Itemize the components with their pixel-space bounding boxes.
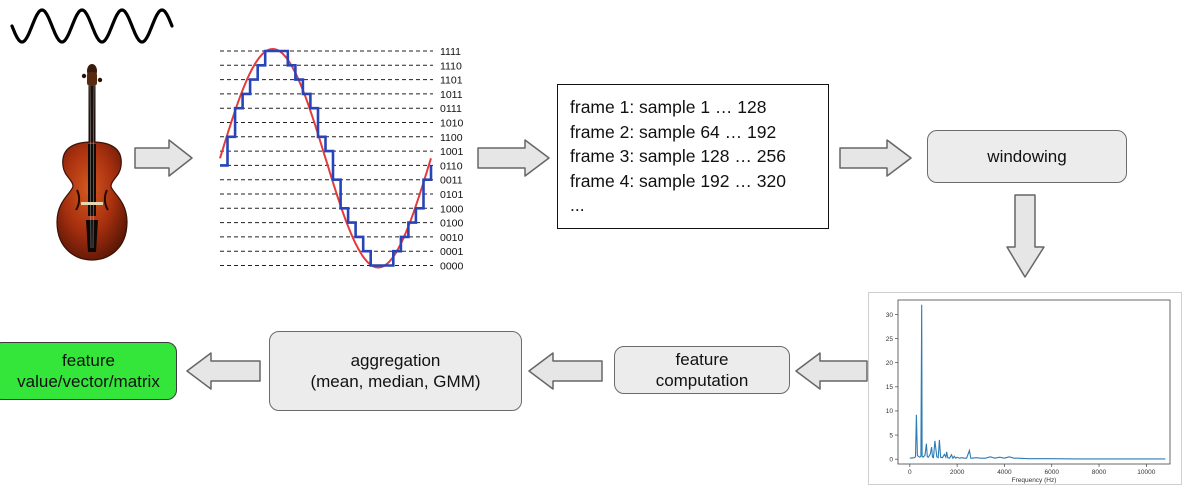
quantization-level-label: 1110 xyxy=(440,60,462,72)
quantized-signal-steps xyxy=(220,49,433,267)
quantization-level-label: 0101 xyxy=(440,189,464,201)
output-label-line2: value/vector/matrix xyxy=(17,372,160,391)
x-tick-label: 0 xyxy=(908,469,912,476)
analog-signal-curve xyxy=(219,47,432,269)
frame-line: frame 3: sample 128 … 256 xyxy=(570,146,786,166)
quantization-level-label: 1111 xyxy=(440,46,461,58)
x-tick-label: 4000 xyxy=(997,469,1012,476)
spectrum-chart: 0 2000 4000 6000 8000 10000 0 5 10 15 20 25 30 Frequ… xyxy=(868,292,1182,485)
quantization-level-label: 0000 xyxy=(440,261,464,273)
y-tick-label: 5 xyxy=(889,432,893,439)
y-tick-label: 25 xyxy=(886,336,894,343)
feature-computation-label-line1: feature xyxy=(675,350,729,369)
arrow-left-icon xyxy=(795,352,868,390)
arrow-left-icon xyxy=(186,352,261,390)
quantization-level-label: 1010 xyxy=(440,118,464,130)
quantization-level-label: 1001 xyxy=(440,146,464,158)
y-tick-label: 20 xyxy=(886,360,894,367)
x-tick-label: 8000 xyxy=(1092,469,1107,476)
y-tick-label: 15 xyxy=(886,384,894,391)
arrow-right-icon xyxy=(134,139,193,177)
output-label-line1: feature xyxy=(62,351,115,370)
quantization-level-label: 0110 xyxy=(440,160,463,172)
quantization-level-label: 0011 xyxy=(440,175,463,187)
quantization-level-label: 0001 xyxy=(440,246,464,258)
feature-computation-box: feature computation xyxy=(614,346,790,394)
arrow-down-icon xyxy=(1006,194,1045,278)
quantization-level-label: 0111 xyxy=(440,103,462,115)
x-tick-label: 6000 xyxy=(1045,469,1060,476)
quantization-level-label: 1000 xyxy=(440,203,464,215)
frames-box: frame 1: sample 1 … 128 frame 2: sample … xyxy=(557,84,829,229)
arrow-left-icon xyxy=(528,352,603,390)
windowing-box: windowing xyxy=(927,130,1127,183)
spectrum-line xyxy=(909,304,1166,460)
x-tick-label: 2000 xyxy=(950,469,965,476)
sine-wave-icon xyxy=(10,8,174,44)
y-tick-label: 0 xyxy=(889,456,893,463)
arrow-right-icon xyxy=(839,139,912,177)
quantization-level-label: 1100 xyxy=(440,132,463,144)
feature-output-box: feature value/vector/matrix xyxy=(0,342,177,400)
frame-line: ... xyxy=(570,195,585,215)
arrow-right-icon xyxy=(477,139,550,177)
quantization-level-label: 1011 xyxy=(440,89,463,101)
feature-computation-label-line2: computation xyxy=(655,371,749,390)
x-axis-label: Frequency (Hz) xyxy=(1012,477,1057,484)
y-tick-label: 10 xyxy=(886,408,894,415)
aggregation-label-line1: aggregation xyxy=(350,351,441,370)
quantization-level-label: 1101 xyxy=(440,75,463,87)
quantization-level-label: 0100 xyxy=(440,218,464,230)
aggregation-label-line2: (mean, median, GMM) xyxy=(310,372,481,391)
frame-line: frame 1: sample 1 … 128 xyxy=(570,97,767,117)
aggregation-box: aggregation (mean, median, GMM) xyxy=(269,331,522,411)
y-tick-label: 30 xyxy=(886,312,894,319)
x-tick-label: 10000 xyxy=(1137,469,1155,476)
frame-line: frame 4: sample 192 … 320 xyxy=(570,170,786,191)
quantization-level-label: 0010 xyxy=(440,232,464,244)
windowing-label: windowing xyxy=(987,147,1067,166)
quantization-diagram: 1111 1110 1101 1011 0111 1010 1100 1001 0110 0011… xyxy=(219,46,464,273)
frame-line: frame 2: sample 64 … 192 xyxy=(570,121,777,142)
violin-icon xyxy=(56,64,128,261)
plot-frame xyxy=(897,299,1171,465)
